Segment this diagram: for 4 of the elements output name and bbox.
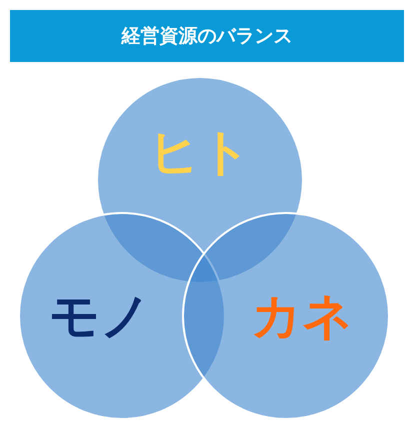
title-banner: 経営資源のバランス [10, 10, 404, 62]
circle-label: ヒト [149, 127, 251, 177]
circle-label: モノ [49, 291, 151, 341]
circle-label: カネ [251, 291, 353, 341]
